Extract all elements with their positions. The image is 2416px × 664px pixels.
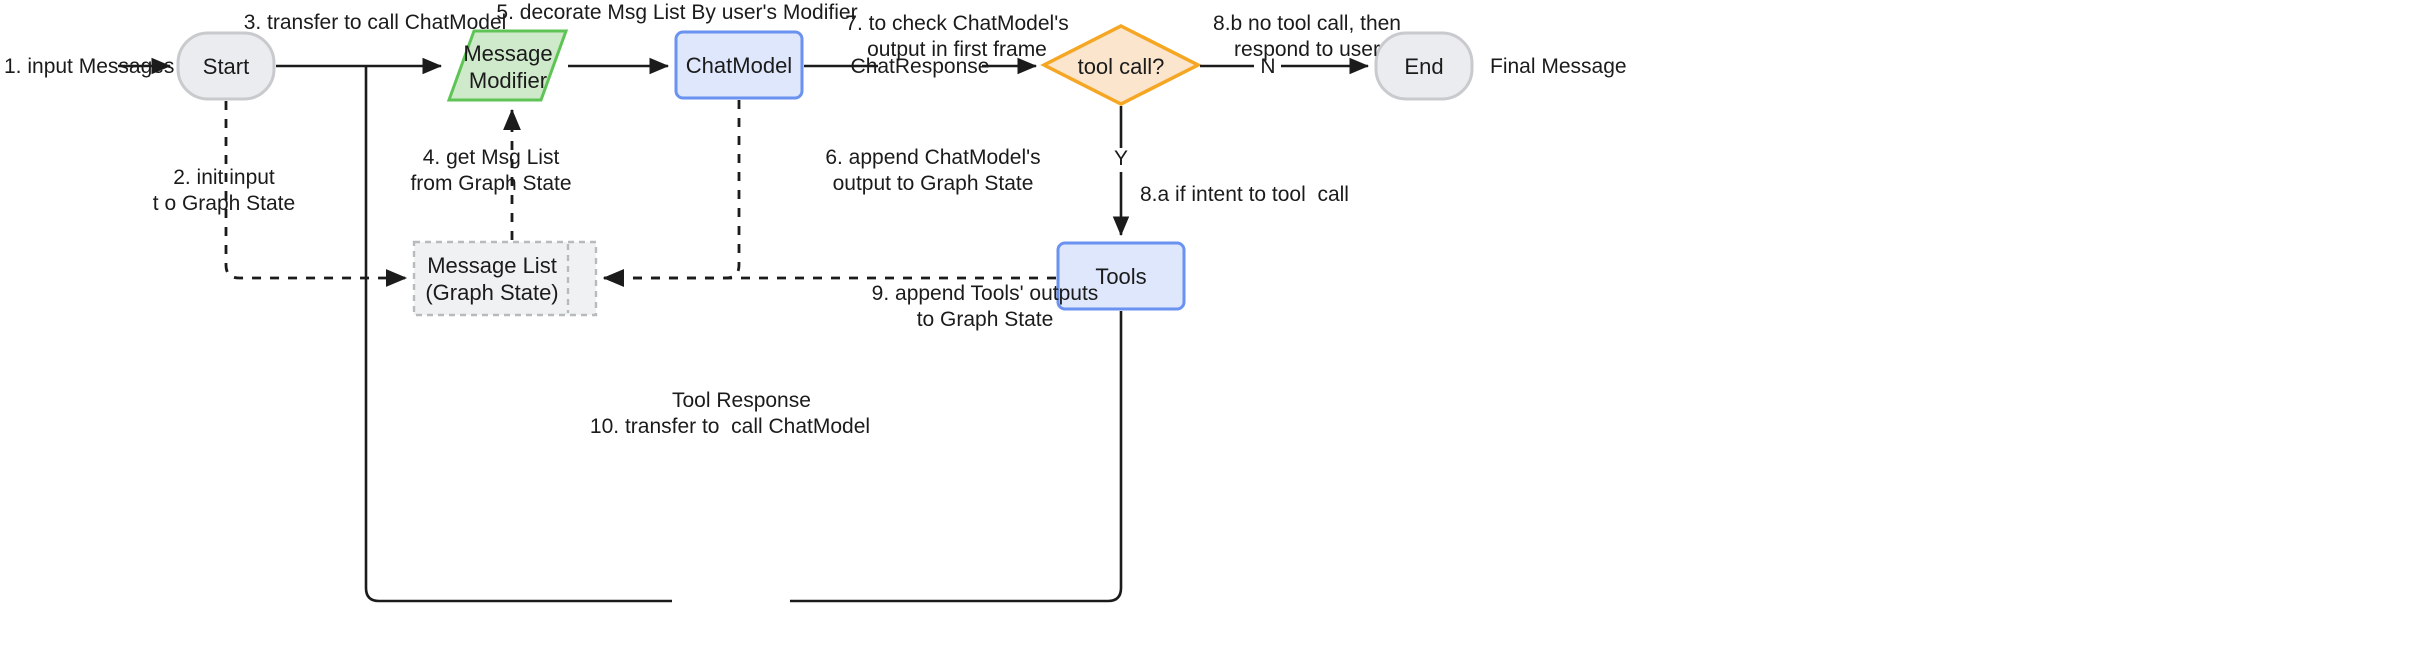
edge-label-tool-response: Tool Response	[672, 389, 811, 412]
edge-label-transfer-to-call-chatmodel: 3. transfer to call ChatModel	[243, 11, 507, 34]
edge-label-append-tools-outputs: 9. append Tools' outputs to Graph State	[871, 282, 1099, 331]
node-message-modifier[interactable]	[446, 29, 569, 102]
edge-label-if-intent-tool-call: 8.a if intent to tool call	[1140, 183, 1349, 206]
node-end[interactable]	[1374, 31, 1474, 101]
edge-label-final-message: Final Message	[1490, 55, 1627, 78]
node-tools[interactable]	[1056, 241, 1186, 311]
edge-label-branch-no: N	[1260, 55, 1276, 78]
edge-label-input-messages: 1. input Messages	[4, 55, 175, 78]
edge-label-append-chatmodel-output: 6. append ChatModel's output to Graph St…	[825, 146, 1041, 195]
edge-label-transfer-to-call-chatmodel-loop: 10. transfer to call ChatModel	[589, 415, 871, 438]
edge-loop-trunk-left	[364, 66, 380, 603]
edge-tools-loop-back	[379, 311, 1123, 603]
node-tool-call-decision[interactable]	[1040, 24, 1202, 106]
edge-label-chat-response: ChatResponse	[850, 55, 990, 78]
node-message-list[interactable]	[412, 240, 598, 317]
edge-label-decorate-msg-list: 5. decorate Msg List By user's Modifier	[496, 1, 858, 24]
edge-label-check-chatmodel-output: 7. to check ChatModel's output in first …	[845, 12, 1069, 61]
edge-label-branch-yes: Y	[1113, 147, 1128, 170]
node-chatmodel[interactable]	[674, 30, 804, 100]
edge-chatmodel-to-message-list-dashed	[602, 100, 741, 287]
edge-start-to-message-list-dashed	[224, 101, 408, 287]
edge-label-init-input: 2. init input t o Graph State	[152, 166, 296, 215]
edge-label-get-msg-list: 4. get Msg List from Graph State	[410, 146, 572, 195]
edge-label-no-tool-call: 8.b no tool call, then respond to user	[1213, 12, 1401, 61]
node-start[interactable]	[176, 31, 276, 101]
